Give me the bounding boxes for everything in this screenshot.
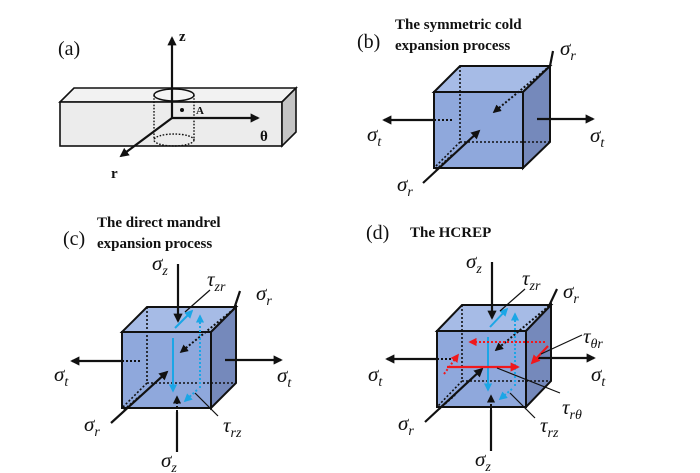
tau-r-theta-leader [496, 367, 561, 394]
sigma-r-arrow-inner [179, 308, 235, 354]
z-axis-label: z [179, 29, 186, 45]
tau-r-theta-label: τrθ [562, 395, 582, 423]
sigma-t-label-right: σt [277, 363, 292, 391]
tau-zr-arrow-top [174, 309, 194, 329]
panel-c-title-line1: The direct mandrel [97, 215, 221, 231]
tau-zr-label: τzr [522, 266, 541, 294]
tau-rz-leader [509, 392, 536, 419]
sigma-r-label-bottom: σr [84, 412, 100, 440]
tau-rz-label: τrz [540, 413, 559, 441]
panel-d: (d) The HCREP [366, 222, 606, 473]
theta-axis-label: θ [260, 129, 268, 145]
tau-rz-leader [194, 392, 219, 417]
point-a-label: A [196, 105, 204, 117]
tau-rz-label: τrz [223, 413, 242, 441]
sigma-t-label-right: σt [591, 362, 606, 390]
panel-a: (a) A z θ r [58, 29, 298, 182]
sigma-t-label-left: σt [54, 362, 69, 390]
sigma-z-label-bottom: σz [475, 447, 491, 473]
panel-a-letter: (a) [58, 38, 80, 60]
sigma-r-arrow-top-outer [232, 290, 242, 310]
sigma-z-label-top: σz [152, 251, 168, 279]
panel-c-title-line2: expansion process [97, 236, 212, 252]
panel-b: (b) The symmetric cold expansion process… [357, 17, 605, 200]
hidden-edge [121, 382, 148, 409]
tau-theta-r-arrow-right [530, 345, 549, 365]
sigma-r-arrow-bottom [110, 370, 169, 424]
panel-d-title-line1: The HCREP [410, 225, 491, 241]
sigma-r-label-top: σr [560, 36, 576, 64]
sigma-r-label-bottom: σr [397, 172, 413, 200]
sigma-r-arrow-inner [492, 65, 551, 114]
tau-theta-r-leader [540, 334, 583, 355]
sigma-z-label-bottom: σz [161, 448, 177, 473]
cube-c [119, 304, 239, 411]
tau-zr-label: τzr [207, 267, 226, 295]
sigma-t-label-left: σt [368, 362, 383, 390]
sigma-r-arrow-bottom-hidden [123, 395, 141, 411]
panel-b-title-line2: expansion process [395, 38, 510, 54]
tau-theta-r-label: τθr [583, 324, 603, 352]
tau-zr-arrow-top [489, 307, 509, 328]
sigma-r-arrow-bottom-hidden [438, 394, 456, 410]
panel-b-letter: (b) [357, 31, 380, 53]
cube-front-face [121, 331, 212, 409]
panel-d-letter: (d) [366, 222, 389, 244]
point-a-dot [180, 108, 184, 112]
cube-front-face [433, 91, 524, 169]
hole-top-ellipse [153, 88, 195, 102]
tau-zr-leader [499, 288, 526, 312]
sigma-t-label-left: σt [367, 122, 382, 150]
sigma-r-arrow-top-outer [548, 50, 555, 67]
sigma-r-arrow-top-outer [548, 288, 558, 307]
sigma-t-label-right: σt [590, 123, 605, 151]
sigma-r-label-top: σr [256, 281, 272, 309]
tau-rz-arrow-bottom [183, 389, 198, 403]
bar-end-face [281, 86, 297, 148]
cube-b [431, 63, 553, 171]
panel-c: (c) The direct mandrel expansion process [54, 215, 292, 473]
sigma-r-label-top: σr [563, 279, 579, 307]
r-axis-arrow [119, 117, 173, 158]
sigma-r-arrow-bottom [422, 129, 481, 184]
tau-zr-leader [184, 289, 211, 313]
sigma-r-label-bottom: σr [398, 411, 414, 439]
cube-d [434, 302, 554, 410]
panel-c-letter: (c) [63, 228, 85, 250]
sigma-r-arrow-bottom [424, 367, 484, 423]
sigma-z-label-top: σz [466, 249, 482, 277]
panel-b-title-line1: The symmetric cold [395, 17, 522, 33]
r-axis-label: r [111, 166, 118, 182]
tau-rz-arrow-bottom [498, 388, 513, 401]
